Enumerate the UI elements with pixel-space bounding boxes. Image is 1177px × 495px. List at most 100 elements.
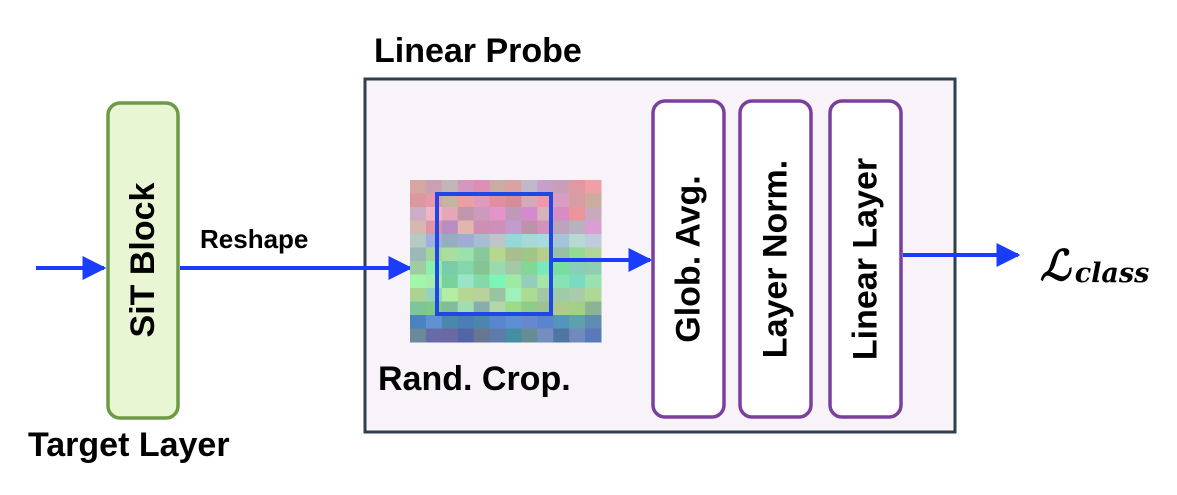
feature-map-cell <box>410 180 427 194</box>
feature-map-cell <box>473 180 491 194</box>
feature-map-cell <box>441 328 459 343</box>
feature-map-cell <box>585 220 602 235</box>
feature-map-cell <box>441 247 459 262</box>
feature-map-cell <box>537 180 554 194</box>
feature-map-cell <box>489 247 506 262</box>
feature-map-cell <box>585 274 602 289</box>
feature-map-cell <box>441 234 459 248</box>
target-layer-label: Target Layer <box>28 426 230 464</box>
layer-norm-label: Layer Norm. <box>757 160 795 358</box>
feature-map-cell <box>410 301 427 316</box>
feature-map-cell <box>410 247 427 262</box>
feature-map-cell <box>489 193 506 208</box>
feature-map-cell <box>505 261 522 275</box>
feature-map-cell <box>569 328 586 343</box>
feature-map-cell <box>473 274 491 289</box>
feature-map-cell <box>585 328 602 343</box>
feature-map-cell <box>553 274 570 289</box>
linear-layer-module <box>828 99 903 419</box>
feature-map-cell <box>457 315 475 329</box>
feature-map-cell <box>489 328 506 343</box>
feature-map-cell <box>585 288 602 302</box>
feature-map-cell <box>585 193 602 208</box>
feature-map-cell <box>441 288 459 302</box>
feature-map-cell <box>425 234 443 248</box>
linear-layer-label: Linear Layer <box>847 158 885 360</box>
feature-map-cell <box>521 315 538 329</box>
sit-block-label: SiT Block <box>124 182 162 337</box>
feature-map-cell <box>425 207 443 221</box>
feature-map-cell <box>425 328 443 343</box>
feature-map-cell <box>553 288 570 302</box>
feature-map-cell <box>425 220 443 235</box>
feature-map-cell <box>553 207 570 221</box>
feature-map-cell <box>569 193 586 208</box>
feature-map-cell <box>505 288 522 302</box>
feature-map-cell <box>585 301 602 316</box>
reshape-label: Reshape <box>200 224 308 254</box>
layer-norm-module <box>738 99 813 419</box>
feature-map-cell <box>410 328 427 343</box>
feature-map-cell <box>585 315 602 329</box>
feature-map-cell <box>521 180 538 194</box>
feature-map-cell <box>473 288 491 302</box>
feature-map-cell <box>457 274 475 289</box>
feature-map-cell <box>457 261 475 275</box>
feature-map-cell <box>457 180 475 194</box>
feature-map-cell <box>553 328 570 343</box>
feature-map-cell <box>569 288 586 302</box>
feature-map-cell <box>521 328 538 343</box>
feature-map-cell <box>410 315 427 329</box>
loss-label: ℒ class <box>1040 241 1149 290</box>
feature-map-cell <box>489 274 506 289</box>
feature-map-cell <box>457 234 475 248</box>
feature-map-cell <box>441 207 459 221</box>
feature-map-cell <box>473 207 491 221</box>
feature-map-cell <box>457 247 475 262</box>
feature-map-cell <box>489 261 506 275</box>
feature-map-cell <box>441 315 459 329</box>
feature-map-cell <box>585 207 602 221</box>
feature-map-cell <box>473 328 491 343</box>
feature-map-cell <box>553 220 570 235</box>
feature-map-cell <box>505 193 522 208</box>
feature-map-cell <box>441 180 459 194</box>
feature-map-cell <box>553 315 570 329</box>
feature-map-cell <box>473 220 491 235</box>
feature-map-cell <box>569 301 586 316</box>
feature-map-cell <box>441 261 459 275</box>
feature-map-cell <box>457 193 475 208</box>
feature-map-cell <box>537 315 554 329</box>
feature-map-cell <box>521 220 538 235</box>
feature-map-cell <box>489 234 506 248</box>
loss-symbol: ℒ <box>1040 241 1072 290</box>
feature-map-cell <box>569 207 586 221</box>
feature-map-cell <box>473 234 491 248</box>
feature-map-cell <box>441 193 459 208</box>
feature-map-cell <box>410 207 427 221</box>
feature-map-cell <box>569 220 586 235</box>
feature-map-cell <box>410 193 427 208</box>
feature-map-cell <box>585 261 602 275</box>
feature-map-cell <box>489 180 506 194</box>
feature-map-cell <box>425 180 443 194</box>
feature-map-cell <box>521 247 538 262</box>
feature-map-cell <box>585 234 602 248</box>
feature-map-cell <box>410 261 427 275</box>
feature-map-cell <box>505 220 522 235</box>
feature-map-cell <box>457 220 475 235</box>
feature-map-cell <box>410 288 427 302</box>
random-crop-box <box>435 192 553 316</box>
feature-map-cell <box>569 315 586 329</box>
feature-map-cell <box>521 193 538 208</box>
feature-map-cell <box>537 328 554 343</box>
rand-crop-label: Rand. Crop. <box>378 360 571 398</box>
feature-map-cell <box>505 247 522 262</box>
feature-map-cell <box>521 288 538 302</box>
feature-map-cell <box>521 274 538 289</box>
feature-map-cell <box>489 315 506 329</box>
feature-map-cell <box>473 193 491 208</box>
feature-map-cell <box>425 288 443 302</box>
feature-map-cell <box>410 274 427 289</box>
feature-map-cell <box>457 328 475 343</box>
